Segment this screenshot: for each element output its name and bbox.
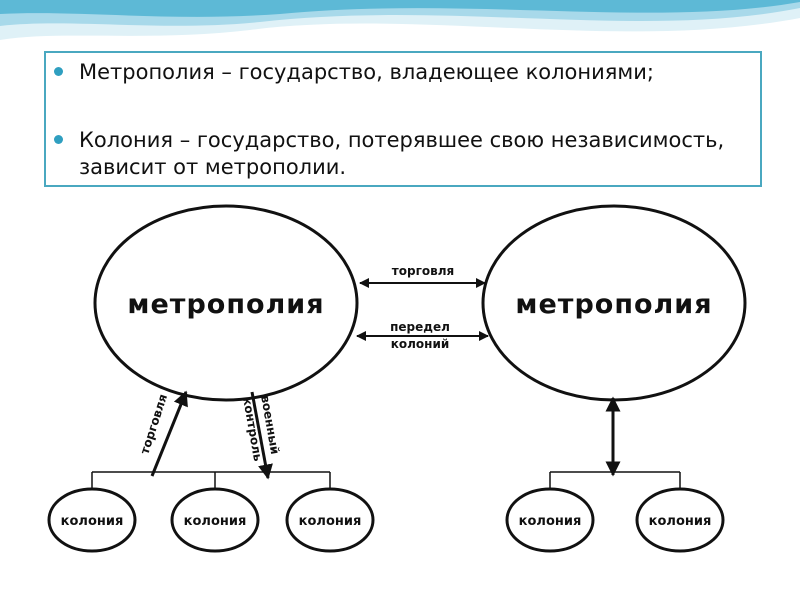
definition-colony: Колония – государство, потерявшее свою н… — [54, 127, 750, 181]
bullet-icon — [54, 67, 63, 76]
metropolis-left-label: метрополия — [127, 289, 324, 320]
colony-label-3: колония — [299, 514, 362, 529]
colony-label-5: колония — [649, 514, 712, 529]
redivision-label-line2: колоний — [391, 337, 450, 351]
metropolis-left-circle — [93, 204, 359, 402]
definition-metropolis: Метрополия – государство, владеющее коло… — [54, 59, 750, 86]
bullet-icon — [54, 135, 63, 144]
definition-metropolis-text: Метрополия – государство, владеющее коло… — [79, 60, 654, 84]
military-control-arrow — [250, 391, 273, 480]
colony-label-1: колония — [61, 514, 124, 529]
colony-label-2: колония — [184, 514, 247, 529]
colony-circle-2 — [170, 487, 260, 553]
colony-circle-5 — [635, 487, 725, 553]
colony-label-4: колония — [519, 514, 582, 529]
trade-up-arrow — [150, 390, 188, 477]
colony-circle-4 — [505, 487, 595, 553]
definition-colony-text: Колония – государство, потерявшее свою н… — [79, 128, 725, 179]
trade-label: торговля — [392, 264, 454, 278]
metropolis-right-label: метрополия — [515, 289, 712, 320]
redivision-label-line1: передел — [390, 320, 450, 334]
colony-circle-3 — [285, 487, 375, 553]
definitions-box: Метрополия – государство, владеющее коло… — [44, 51, 762, 187]
colony-circle-1 — [47, 487, 137, 553]
decorative-wave — [0, 0, 800, 40]
